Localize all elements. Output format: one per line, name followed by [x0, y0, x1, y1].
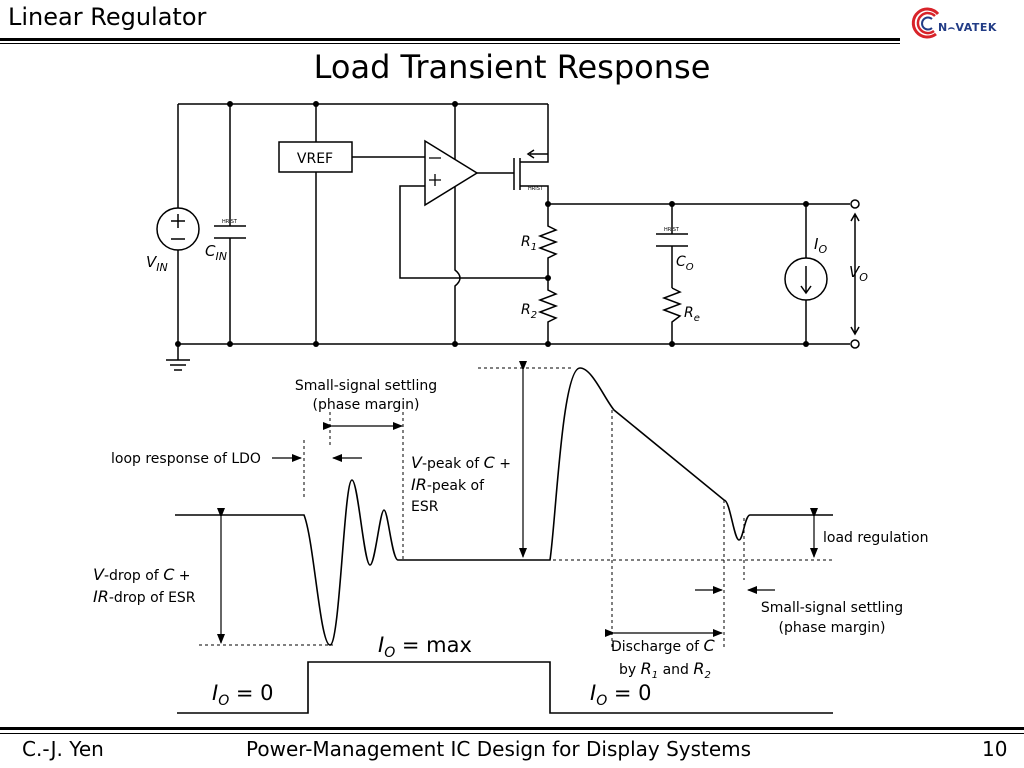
circuit-schematic [156, 103, 860, 371]
footer-rule-thin [0, 733, 1024, 734]
r1-label: R [521, 234, 531, 250]
svg-text:R2: R2 [521, 302, 537, 321]
vout-trace [175, 367, 833, 646]
opamp-triangle [424, 139, 479, 207]
svg-text:CIN: CIN [205, 242, 227, 263]
novatek-logo-mark [911, 7, 940, 39]
pmos-arrow [526, 149, 548, 159]
load-regulation-label: load regulation [823, 530, 928, 546]
re-resistor [661, 287, 683, 344]
svg-text:Discharge of C: Discharge of C [611, 636, 716, 655]
novatek-logo: N⌢VATEK [908, 4, 1018, 44]
header-rule-thin [0, 43, 900, 44]
io-zero-right-label: I [590, 681, 596, 705]
svg-text:IO = 0: IO = 0 [212, 681, 274, 709]
section-title: Linear Regulator [8, 3, 207, 31]
footer-page-number: 10 [982, 737, 1008, 761]
svg-text:VIN: VIN [146, 253, 168, 274]
footer-rule [0, 727, 1024, 730]
re-label: R [684, 305, 694, 321]
small-signal-right-label-1: Small-signal settling [761, 600, 903, 616]
io-label: I [814, 235, 819, 253]
ground-symbol [166, 344, 190, 371]
svg-text:CO: CO [676, 254, 694, 273]
io-zero-left-label: I [212, 681, 218, 705]
svg-text:IR-peak of: IR-peak of [411, 475, 485, 494]
dimension-arrows [217, 361, 818, 644]
cin-label: C [205, 242, 216, 260]
pmos-source-drain [520, 104, 549, 204]
svg-text:IR-drop of ESR: IR-drop of ESR [93, 587, 196, 606]
loop-response-label: loop response of LDO [111, 451, 261, 467]
header-rule [0, 38, 900, 41]
io-max-label: I [378, 633, 384, 657]
vpeak-v: V [411, 453, 423, 472]
small-signal-top-label-2: (phase margin) [313, 397, 420, 413]
discharge-label: Discharge of [611, 639, 704, 655]
circuit-nodes [175, 101, 809, 347]
co-tiny-mark: HRIST [664, 227, 680, 233]
vref-label: VREF [297, 151, 333, 167]
cin-tiny-mark: HRIST [222, 219, 238, 225]
dashed-guides [199, 367, 835, 650]
io-trace [177, 661, 833, 714]
logo-text: N⌢VATEK [938, 21, 997, 34]
io-source [784, 257, 828, 301]
vo-terminal-bottom [850, 339, 860, 349]
small-signal-top-label-1: Small-signal settling [295, 378, 437, 394]
cin-plates [214, 225, 246, 239]
co-label: C [676, 254, 686, 270]
small-signal-right-label-2: (phase margin) [779, 620, 886, 636]
svg-text:by R1 and R2: by R1 and R2 [619, 659, 711, 681]
vin-plus-sign [171, 214, 185, 240]
svg-text:IO = 0: IO = 0 [590, 681, 652, 709]
vref-wire [315, 104, 425, 344]
r2-resistor [537, 278, 559, 344]
svg-text:V-drop of C +: V-drop of C + [93, 565, 191, 584]
svg-text:Re: Re [684, 305, 700, 324]
svg-text:V-peak of C +: V-peak of C + [411, 453, 511, 472]
feedback-wire [399, 185, 548, 279]
voltage-waveform [175, 367, 833, 646]
vo-label: V [849, 263, 861, 281]
svg-text:IO = max: IO = max [378, 633, 472, 661]
supply-crossover [454, 187, 461, 344]
vo-arrow [850, 212, 860, 336]
footer-course: Power-Management IC Design for Display S… [246, 737, 752, 761]
vdrop-ir: IR [93, 587, 109, 606]
r1-resistor [537, 204, 559, 278]
svg-text:R1: R1 [521, 234, 537, 253]
svg-text:IO: IO [814, 235, 827, 256]
r2-label: R [521, 302, 531, 318]
vref-box [278, 141, 353, 173]
vo-terminal-top [850, 199, 860, 209]
opamp-signs [429, 157, 441, 186]
svg-text:VO: VO [849, 263, 868, 284]
vin-source [156, 207, 200, 251]
vpeak-ir: IR [411, 475, 427, 494]
co-plates [656, 233, 688, 247]
vpeak-esr: ESR [411, 499, 439, 515]
pmos-tiny-mark: HRIST [528, 186, 544, 192]
current-waveform [177, 661, 833, 714]
vin-label: V [146, 253, 158, 271]
io-arrow [800, 266, 812, 295]
footer-author: C.-J. Yen [22, 737, 104, 761]
slide-title: Load Transient Response [313, 48, 711, 86]
vdrop-v: V [93, 565, 105, 584]
